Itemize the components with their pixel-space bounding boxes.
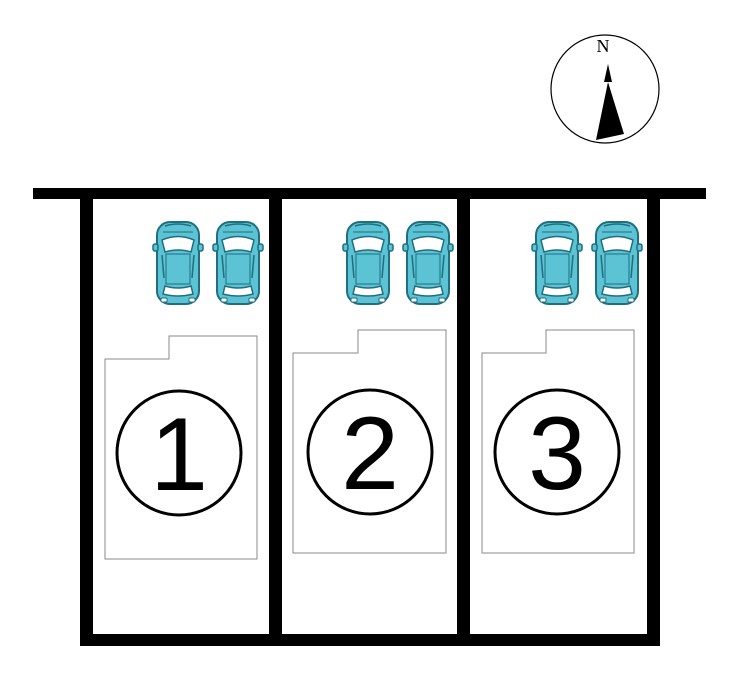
- lot-number-circle: [115, 389, 243, 517]
- car-top-view-icon: [152, 221, 204, 305]
- lot-number: 3: [528, 396, 586, 512]
- lot-number: 1: [150, 397, 208, 513]
- lot-line-right: [647, 188, 660, 646]
- car-top-view-icon: [402, 221, 454, 305]
- car-top-view-icon: [531, 221, 583, 305]
- building-footprint: [292, 329, 447, 554]
- lot-3: 3: [481, 221, 643, 554]
- road-boundary-line: [33, 188, 706, 199]
- lot-2: 2: [292, 221, 454, 554]
- north-arrow-icon: N: [550, 34, 660, 144]
- lot-line-1-2: [269, 188, 282, 646]
- lot-number-circle: [493, 388, 621, 516]
- lot-line-2-3: [457, 188, 470, 646]
- compass-needle: [596, 82, 624, 140]
- car-top-view-icon: [342, 221, 394, 305]
- car-top-view-icon: [591, 221, 643, 305]
- building-footprint: [481, 329, 635, 554]
- lot-line-bottom: [80, 634, 660, 646]
- lot-line-left: [80, 188, 93, 646]
- building-footprint: [104, 335, 258, 560]
- north-label: N: [597, 36, 610, 56]
- car-top-view-icon: [212, 221, 264, 305]
- compass-ring: [550, 34, 660, 144]
- lot-number-circle: [306, 388, 434, 516]
- lot-1: 1: [104, 221, 264, 560]
- lot-number: 2: [341, 396, 399, 512]
- compass-needle-tip: [604, 64, 612, 82]
